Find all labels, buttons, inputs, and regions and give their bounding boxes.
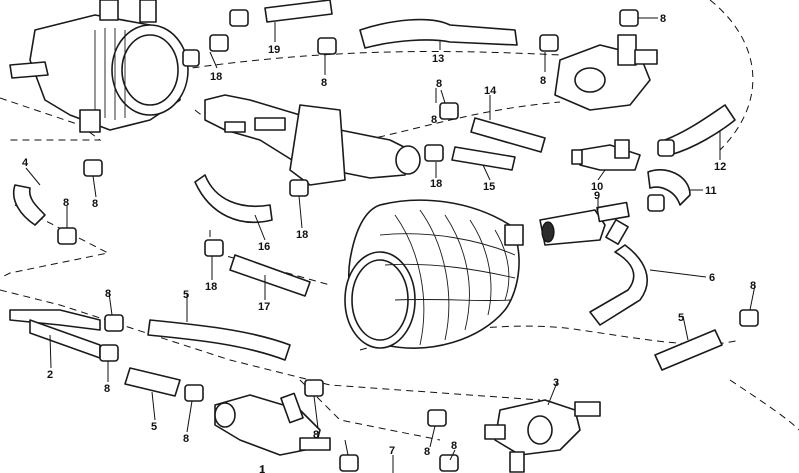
callout-8: 8 [104,383,110,395]
callout-16: 16 [258,241,270,253]
callout-18: 18 [430,178,442,190]
callout-5: 5 [678,312,684,324]
callout-9: 9 [594,190,600,202]
callout-8: 8 [431,114,437,126]
leader-lines [25,17,756,473]
callout-5: 5 [183,289,189,301]
connector-top-right [554,34,658,111]
callout-labels: 19 13 8 8 18 8 8 14 8 18 15 10 12 11 4 8… [22,13,756,473]
fitting-10 [571,139,641,171]
callout-1: 1 [259,464,265,473]
intake-bellows [344,199,524,349]
callout-8: 8 [436,78,442,90]
callout-2: 2 [47,369,53,381]
y-fitting-9 [539,201,630,246]
callout-8: 8 [424,446,430,458]
callout-13: 13 [432,53,444,65]
hose-clamps [57,9,759,472]
callout-18: 18 [296,229,308,241]
callout-7: 7 [389,445,395,457]
callout-8: 8 [63,197,69,209]
callout-8: 8 [313,429,319,441]
callout-8: 8 [105,288,111,300]
callout-4: 4 [22,157,29,169]
callout-15: 15 [483,181,495,193]
hoses [13,0,736,397]
callout-8: 8 [750,280,756,292]
pipe-2 [9,309,101,359]
callout-8: 8 [321,77,327,89]
callout-8: 8 [451,440,457,452]
callout-10: 10 [591,181,603,193]
callout-14: 14 [484,85,497,97]
fitting-3 [484,399,601,473]
callout-11: 11 [705,185,717,197]
callout-17: 17 [258,301,270,313]
callout-5: 5 [151,421,157,433]
callout-3: 3 [553,377,559,389]
callout-8: 8 [660,13,666,25]
throttle-body [9,0,189,133]
callout-8: 8 [540,75,546,87]
callout-18: 18 [210,71,222,83]
callout-18: 18 [205,281,217,293]
callout-12: 12 [714,161,726,173]
callout-8: 8 [183,433,189,445]
callout-8: 8 [92,198,98,210]
callout-6: 6 [709,272,715,284]
fitting-1 [214,392,331,456]
callout-19: 19 [268,44,280,56]
idle-control-valve [204,94,421,186]
